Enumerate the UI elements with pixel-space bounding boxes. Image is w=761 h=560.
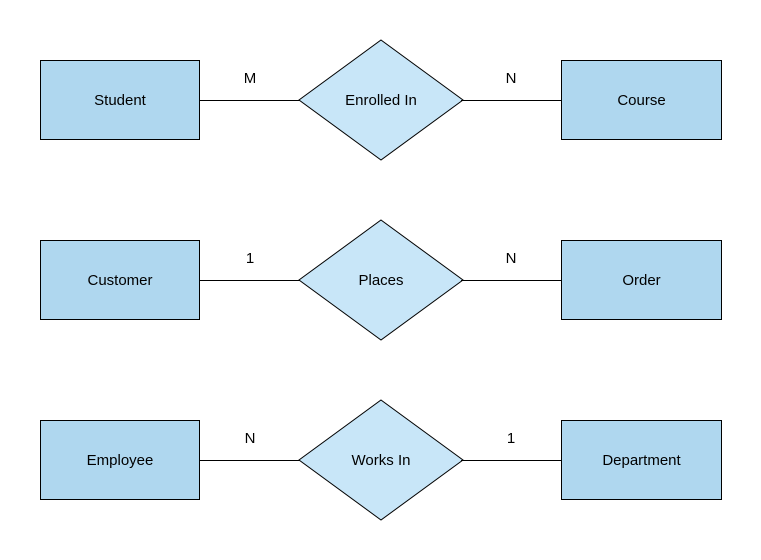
connector-line: [461, 99, 562, 101]
relationship-row-student-course: Student M Enrolled In N Course: [0, 39, 761, 161]
relationship-diamond: [298, 219, 464, 341]
connector-line: [199, 99, 300, 101]
entity-student: Student: [40, 60, 200, 140]
cardinality-label: N: [505, 250, 517, 267]
relationship-diamond: [298, 399, 464, 521]
relationship-label: Places: [358, 271, 404, 289]
connector-line: [461, 459, 562, 461]
connector-line: [199, 279, 300, 281]
entity-order: Order: [561, 240, 722, 320]
relationship-diamond: [298, 39, 464, 161]
entity-course: Course: [561, 60, 722, 140]
cardinality-label: N: [505, 70, 517, 87]
cardinality-label: 1: [245, 250, 255, 267]
diamond-shape: [298, 399, 464, 521]
diamond-shape: [298, 219, 464, 341]
cardinality-label: 1: [506, 430, 516, 447]
entity-employee: Employee: [40, 420, 200, 500]
connector-line: [199, 459, 300, 461]
connector-line: [461, 279, 562, 281]
cardinality-label: N: [244, 430, 256, 447]
diamond-shape: [298, 39, 464, 161]
relationship-label: Enrolled In: [345, 91, 417, 109]
relationship-row-customer-order: Customer 1 Places N Order: [0, 219, 761, 341]
entity-department: Department: [561, 420, 722, 500]
cardinality-label: M: [243, 70, 257, 87]
relationship-row-employee-department: Employee N Works In 1 Department: [0, 399, 761, 521]
entity-customer: Customer: [40, 240, 200, 320]
relationship-label: Works In: [351, 451, 411, 469]
